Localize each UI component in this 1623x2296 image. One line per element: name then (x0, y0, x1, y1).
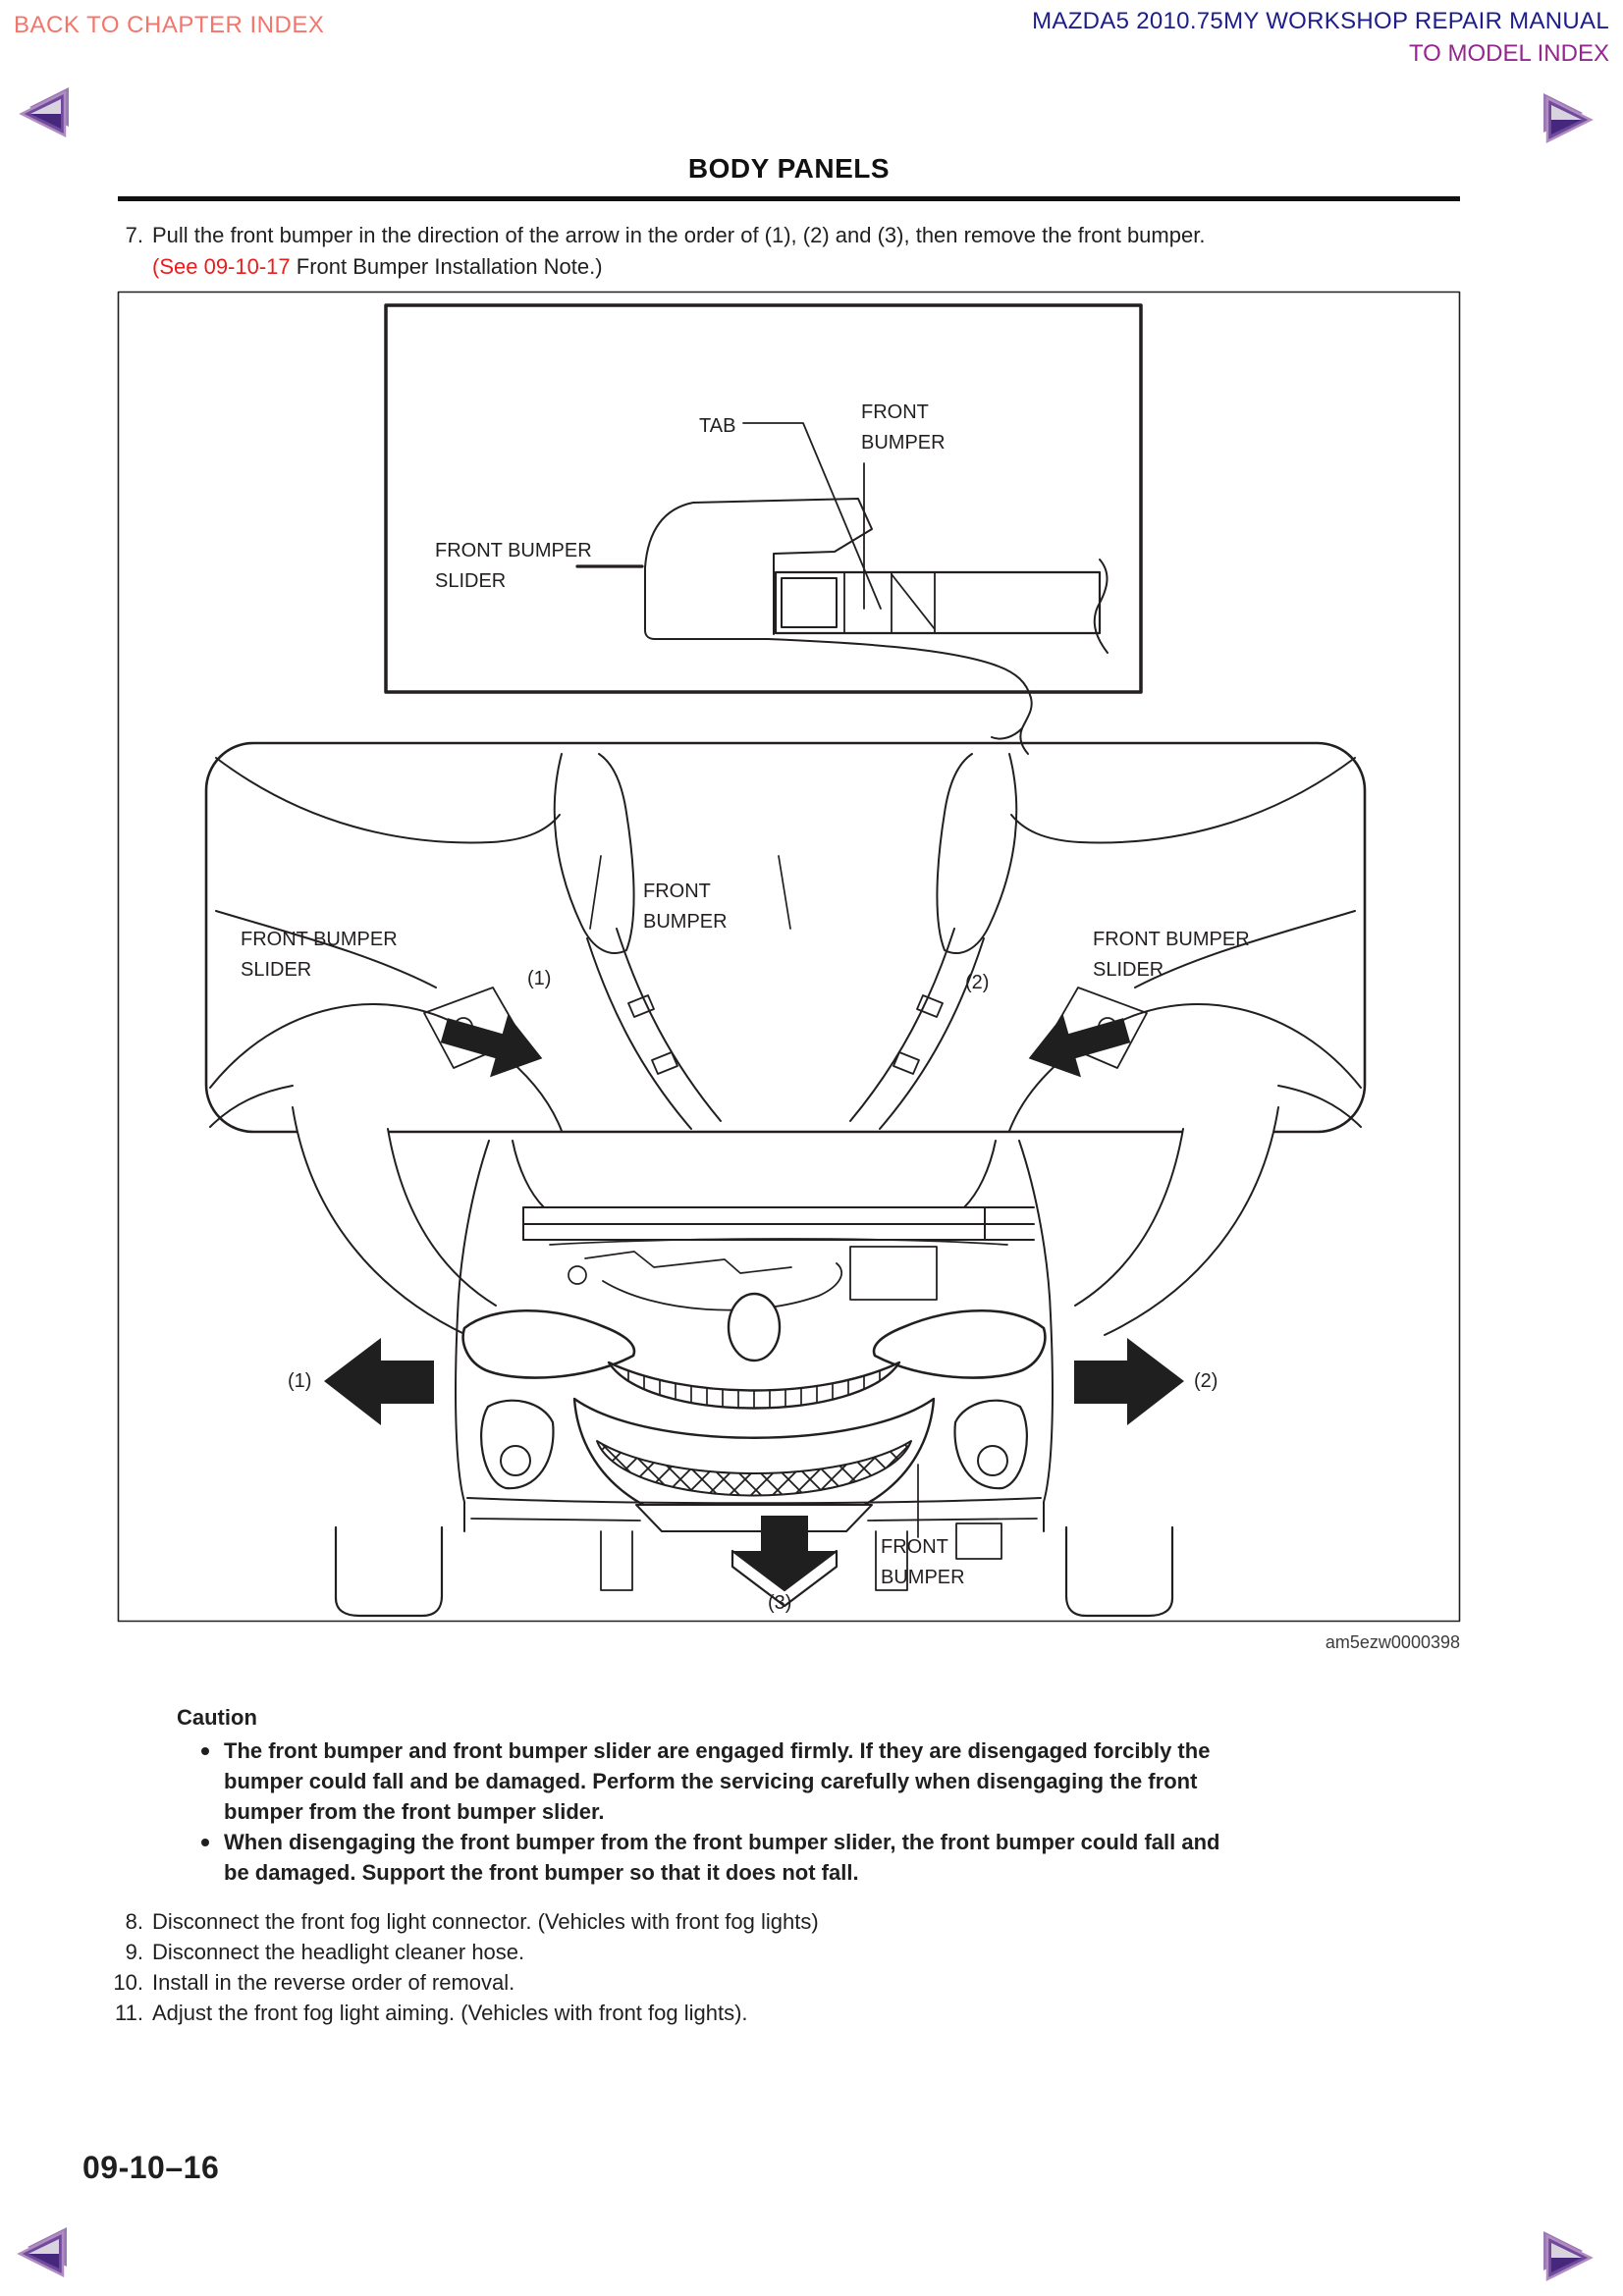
step-number: 7. (125, 223, 143, 247)
next-page-arrow-top[interactable] (1538, 92, 1598, 147)
figure-caption: am5ezw0000398 (1325, 1632, 1460, 1652)
arrow-marker-1-car: (1) (288, 1370, 312, 1392)
caution-item-2: When disengaging the front bumper from t… (224, 1830, 1220, 1885)
step-text: Install in the reverse order of removal. (152, 1970, 515, 1995)
step-11: 11. Adjust the front fog light aiming. (… (79, 1998, 1532, 2028)
caution-item-1: The front bumper and front bumper slider… (224, 1738, 1211, 1824)
front-bumper-label-center: FRONT BUMPER (643, 881, 728, 933)
caution-title: Caution (177, 1705, 257, 1730)
front-bumper-slider-label-left: FRONT BUMPER SLIDER (241, 929, 398, 981)
step-number: 11. (115, 2001, 143, 2025)
tab-label: TAB (699, 415, 736, 437)
manual-title: MAZDA5 2010.75MY WORKSHOP REPAIR MANUAL (1032, 8, 1609, 34)
arrow-marker-3-car: (3) (768, 1592, 792, 1614)
page-number: 09-10–16 (82, 2150, 220, 2185)
step-number: 9. (125, 1940, 143, 1964)
step-text: Disconnect the front fog light connector… (152, 1909, 819, 1934)
front-bumper-slider-label-right: FRONT BUMPER SLIDER (1093, 929, 1250, 981)
step-text: Adjust the front fog light aiming. (Vehi… (152, 2001, 748, 2025)
arrow-marker-1-panel: (1) (527, 968, 552, 989)
front-bumper-label-car: FRONT BUMPER (881, 1536, 965, 1588)
next-page-arrow-bottom[interactable] (1538, 2230, 1598, 2285)
title-rule (118, 196, 1460, 201)
prev-page-arrow-top[interactable] (14, 86, 75, 141)
step-8: 8. Disconnect the front fog light connec… (79, 1906, 1532, 1937)
step-7-reference: (See 09-10-17 Front Bumper Installation … (152, 251, 603, 282)
step-number: 8. (125, 1909, 143, 1934)
bullet-icon (201, 1839, 209, 1846)
step-9: 9. Disconnect the headlight cleaner hose… (79, 1937, 1532, 1967)
to-model-index-link[interactable]: TO MODEL INDEX (1408, 40, 1609, 67)
reference-suffix: Front Bumper Installation Note.) (290, 254, 603, 279)
step-text: Disconnect the headlight cleaner hose. (152, 1940, 525, 1964)
back-to-chapter-index-link[interactable]: BACK TO CHAPTER INDEX (14, 12, 325, 38)
step-number: 10. (113, 1970, 143, 1995)
bullet-icon (201, 1747, 209, 1755)
step-text: Pull the front bumper in the direction o… (152, 223, 1206, 247)
arrow-marker-2-car: (2) (1194, 1370, 1218, 1392)
step-10: 10. Install in the reverse order of remo… (79, 1967, 1532, 1998)
page-title: BODY PANELS (687, 153, 891, 184)
see-reference-link[interactable]: (See 09-10-17 (152, 254, 291, 279)
front-bumper-slider-label-detail: FRONT BUMPER SLIDER (435, 540, 592, 592)
step-7: 7. Pull the front bumper in the directio… (79, 220, 1532, 250)
front-bumper-label-detail: FRONT BUMPER (861, 401, 946, 454)
prev-page-arrow-bottom[interactable] (12, 2226, 73, 2281)
arrow-marker-2-panel: (2) (965, 972, 990, 993)
